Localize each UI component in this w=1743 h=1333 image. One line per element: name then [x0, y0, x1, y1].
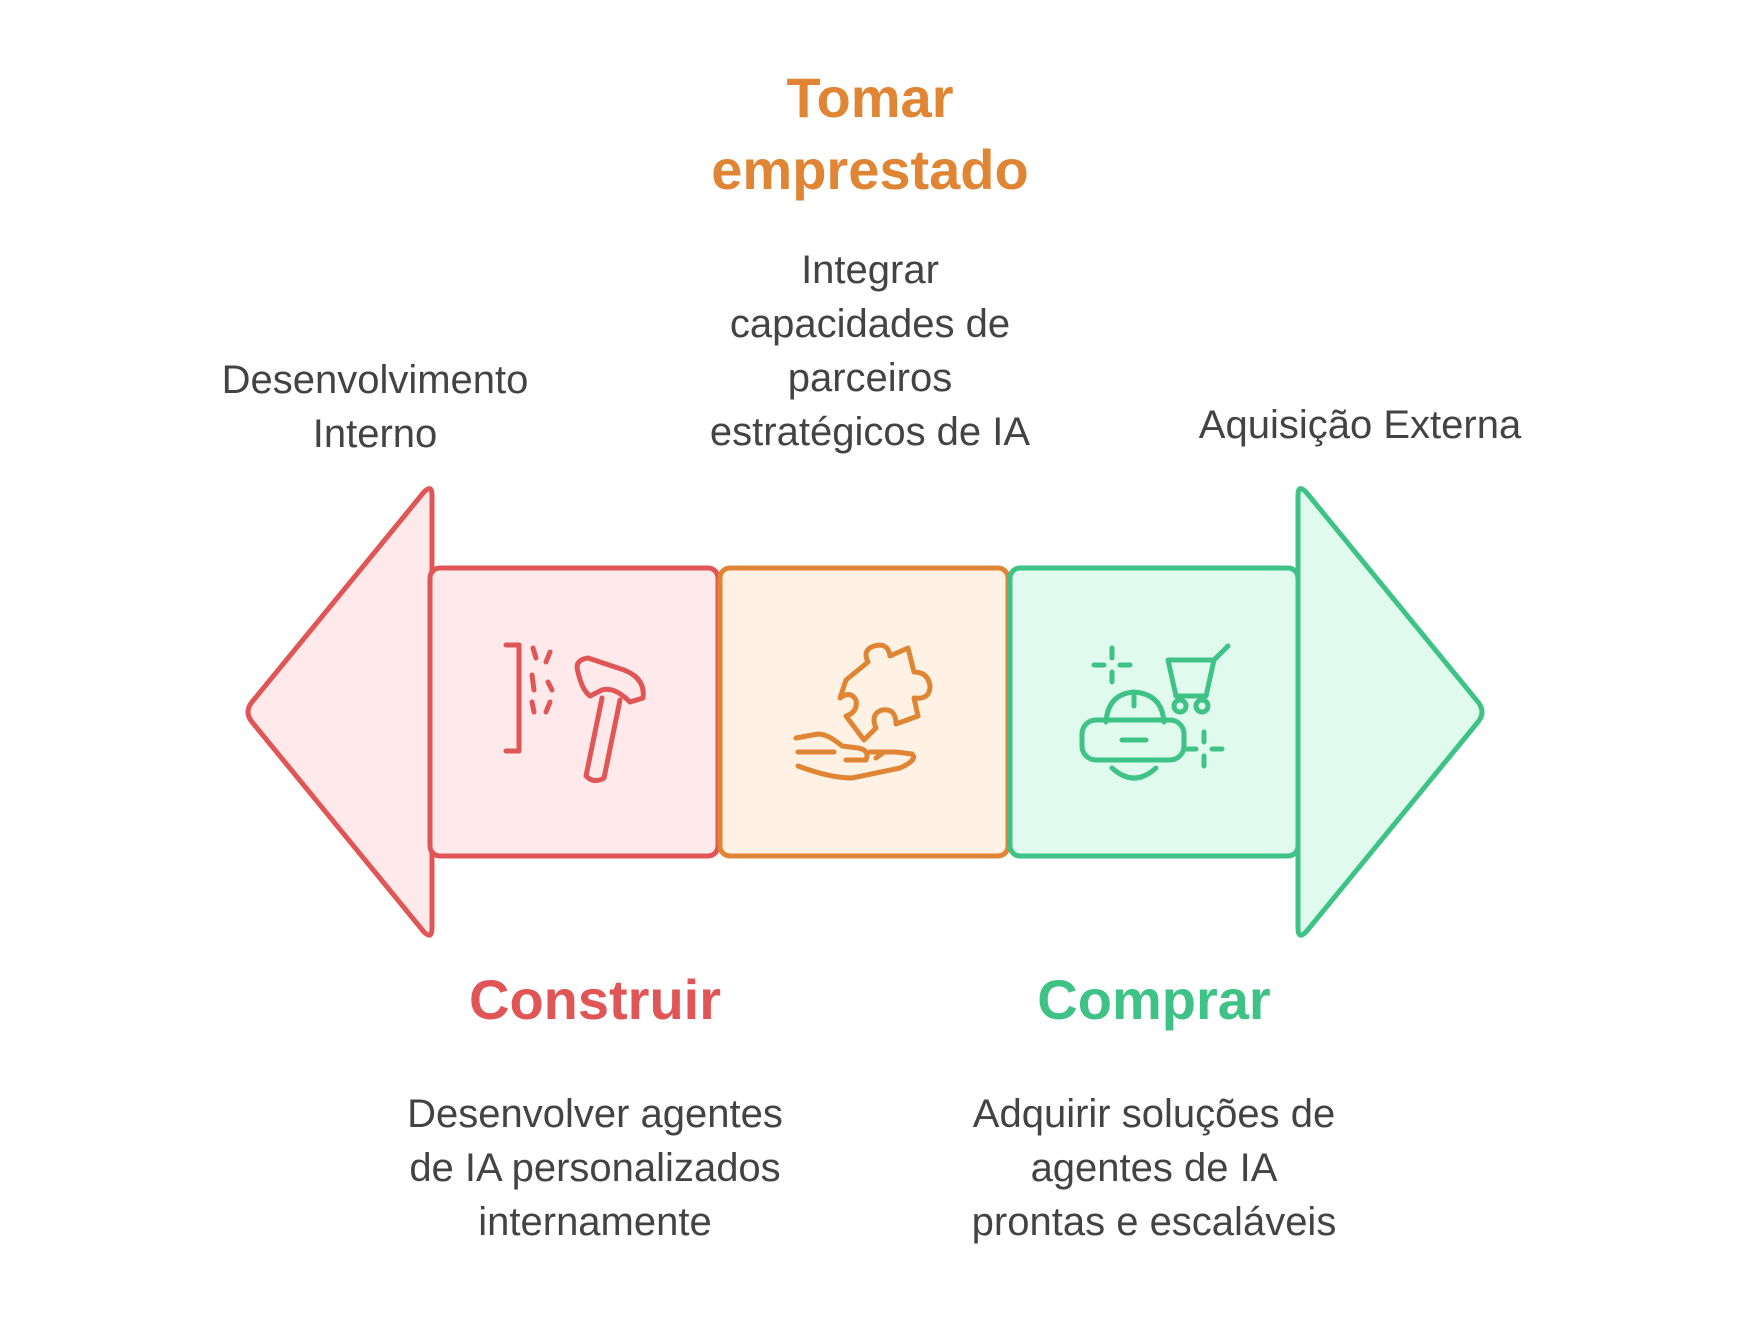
buy-description: Adquirir soluções de agentes de IA pront…: [971, 1092, 1337, 1244]
borrow-box: [717, 565, 1011, 859]
borrow-title: Tomar emprestado: [711, 66, 1029, 201]
vr-cart-icon: [1079, 643, 1231, 781]
hammer-icon: [503, 642, 646, 784]
borrow-description: Integrar capacidades de parceiros estrat…: [709, 248, 1031, 454]
puzzle-hand-icon: [793, 642, 933, 781]
left-arrowhead: [245, 486, 435, 938]
buy-title: Comprar: [1037, 968, 1271, 1031]
right-arrowhead: [1295, 486, 1485, 938]
build-description: Desenvolver agentes de IA personalizados…: [407, 1092, 783, 1244]
buy-box: [1007, 565, 1301, 859]
buy-end-label: Aquisição Externa: [1198, 403, 1522, 447]
build-title: Construir: [469, 968, 721, 1031]
build-end-label: Desenvolvimento Interno: [221, 358, 529, 456]
build-box: [427, 565, 721, 859]
